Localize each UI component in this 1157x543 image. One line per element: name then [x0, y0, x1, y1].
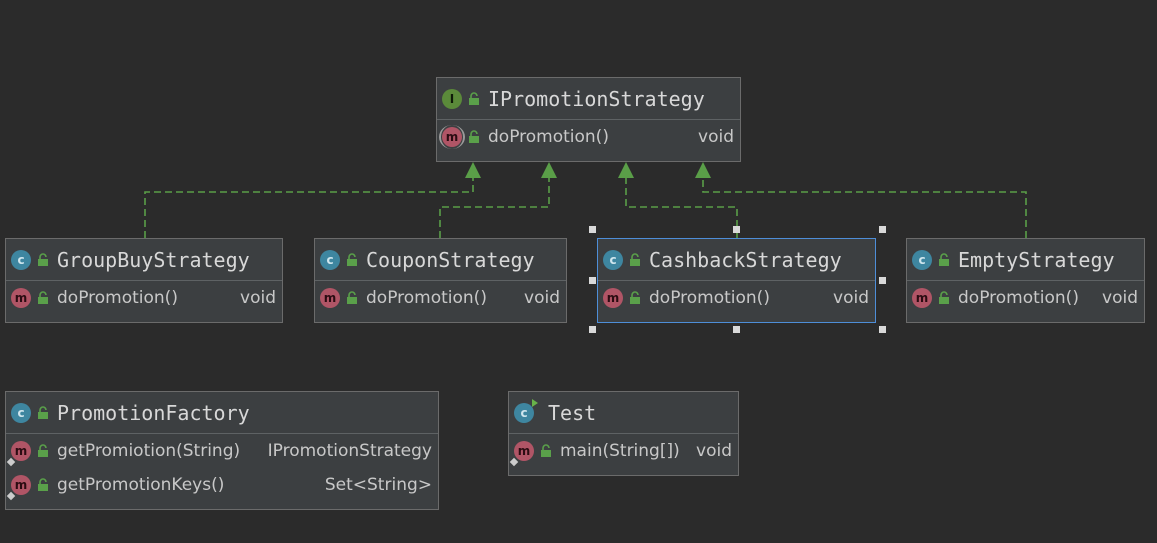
method-icon: m: [912, 288, 932, 308]
method-icon: m: [320, 288, 340, 308]
node-title: CouponStrategy: [366, 247, 535, 272]
node-header: c CashbackStrategy: [598, 239, 875, 281]
method-row[interactable]: m doPromotion() void: [437, 120, 740, 154]
method-name: doPromotion(): [57, 288, 178, 308]
public-lock-icon: [38, 405, 48, 419]
static-method-icon: m: [6, 441, 31, 467]
method-name: doPromotion(): [488, 127, 609, 147]
resize-handle-left[interactable]: [589, 277, 596, 284]
class-icon: c: [320, 249, 340, 270]
return-type: void: [696, 441, 732, 461]
resize-handle-top-left[interactable]: [589, 226, 596, 233]
node-title: CashbackStrategy: [649, 247, 842, 272]
runnable-class-icon: c: [514, 398, 538, 423]
return-type: void: [1102, 288, 1138, 308]
method-row[interactable]: m doPromotion() void: [907, 281, 1144, 315]
method-name: getPromotionKeys(): [57, 475, 225, 495]
return-type: void: [240, 288, 276, 308]
method-name: main(String[]): [560, 441, 680, 461]
resize-handle-bottom[interactable]: [733, 326, 740, 333]
public-lock-icon: [38, 478, 48, 491]
interface-icon: I: [442, 88, 462, 109]
public-lock-icon: [630, 291, 640, 304]
node-header: c PromotionFactory: [6, 392, 438, 434]
method-name: doPromotion(): [366, 288, 487, 308]
public-lock-icon: [469, 130, 479, 143]
method-row[interactable]: m doPromotion() void: [6, 281, 282, 315]
node-groupbuystrategy[interactable]: c GroupBuyStrategy m doPromotion() void: [5, 238, 283, 323]
node-title: GroupBuyStrategy: [57, 247, 250, 272]
return-type: void: [698, 127, 734, 147]
public-lock-icon: [939, 291, 949, 304]
public-lock-icon: [38, 252, 48, 266]
resize-handle-bottom-left[interactable]: [589, 326, 596, 333]
node-test[interactable]: c Test m main(String[]) void: [508, 391, 739, 476]
method-row[interactable]: m doPromotion() void: [598, 281, 875, 315]
edge-groupbuy-to-interface[interactable]: [144, 175, 474, 238]
return-type: Set<String>: [324, 475, 432, 495]
method-row[interactable]: m main(String[]) void: [509, 434, 738, 468]
return-type: IPromotionStrategy: [267, 441, 432, 461]
resize-handle-right[interactable]: [879, 277, 886, 284]
public-lock-icon: [469, 91, 479, 105]
node-header: c Test: [509, 392, 738, 434]
class-icon: c: [11, 402, 31, 423]
node-couponstrategy[interactable]: c CouponStrategy m doPromotion() void: [314, 238, 567, 323]
node-header: c CouponStrategy: [315, 239, 566, 281]
edge-cashback-to-interface[interactable]: [625, 175, 738, 238]
method-name: doPromotion(): [958, 288, 1079, 308]
node-title: PromotionFactory: [57, 400, 250, 425]
public-lock-icon: [347, 291, 357, 304]
class-icon: c: [912, 249, 932, 270]
method-name: doPromotion(): [649, 288, 770, 308]
class-icon: c: [11, 249, 31, 270]
node-cashbackstrategy[interactable]: c CashbackStrategy m doPromotion() void: [597, 238, 876, 323]
return-type: void: [833, 288, 869, 308]
method-icon: m: [11, 288, 31, 308]
node-header: c EmptyStrategy: [907, 239, 1144, 281]
edge-coupon-arrowhead: [541, 162, 557, 178]
resize-handle-top-right[interactable]: [879, 226, 886, 233]
public-lock-icon: [38, 291, 48, 304]
node-header: c GroupBuyStrategy: [6, 239, 282, 281]
public-lock-icon: [939, 252, 949, 266]
node-emptystrategy[interactable]: c EmptyStrategy m doPromotion() void: [906, 238, 1145, 323]
method-row[interactable]: m getPromiotion(String) IPromotionStrate…: [6, 434, 438, 468]
public-lock-icon: [541, 444, 551, 457]
edge-empty-to-interface[interactable]: [702, 175, 1027, 238]
edge-empty-arrowhead: [695, 162, 711, 178]
static-method-icon: m: [509, 441, 534, 467]
static-method-icon: m: [6, 475, 31, 501]
return-type: void: [524, 288, 560, 308]
node-promotionfactory[interactable]: c PromotionFactory m getPromiotion(Strin…: [5, 391, 439, 510]
class-icon: c: [603, 249, 623, 270]
edge-cashback-arrowhead: [618, 162, 634, 178]
node-title: IPromotionStrategy: [488, 86, 705, 111]
method-row[interactable]: m getPromotionKeys() Set<String>: [6, 468, 438, 502]
resize-handle-top[interactable]: [733, 226, 740, 233]
method-row[interactable]: m doPromotion() void: [315, 281, 566, 315]
public-lock-icon: [630, 252, 640, 266]
method-icon: m: [603, 288, 623, 308]
node-title: Test: [548, 400, 597, 425]
resize-handle-bottom-right[interactable]: [879, 326, 886, 333]
method-name: getPromiotion(String): [57, 441, 241, 461]
abstract-method-icon: m: [439, 125, 465, 149]
public-lock-icon: [347, 252, 357, 266]
node-title: EmptyStrategy: [958, 247, 1115, 272]
node-ipromotionstrategy[interactable]: I IPromotionStrategy m doPromotion() voi…: [436, 77, 741, 162]
edge-groupbuy-arrowhead: [465, 162, 481, 178]
public-lock-icon: [38, 444, 48, 457]
edge-coupon-to-interface[interactable]: [439, 175, 550, 238]
node-header: I IPromotionStrategy: [437, 78, 740, 120]
